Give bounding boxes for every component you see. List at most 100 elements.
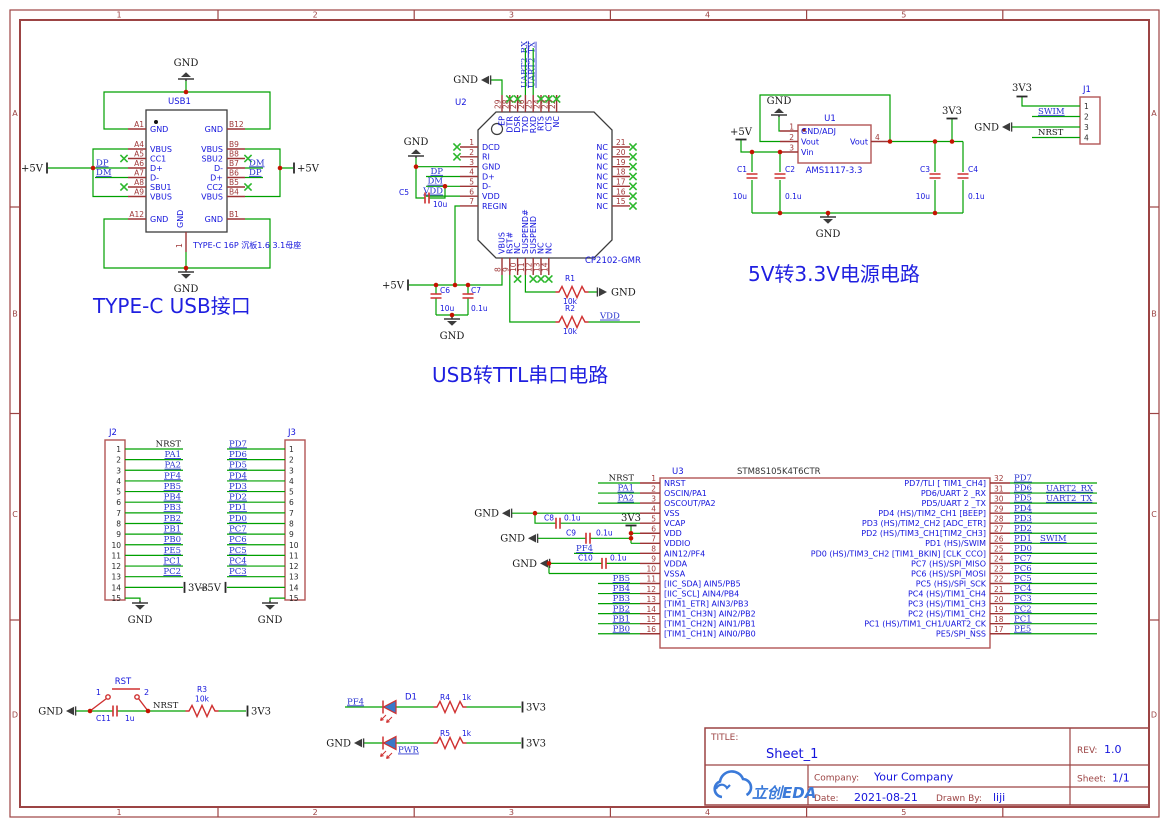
pin-number: 4 [875, 133, 880, 142]
net-label: NRST [609, 474, 635, 484]
pin-number: 2 [789, 133, 794, 142]
frame-col-ticks-bottom [217, 807, 1004, 817]
pin-name: NC [596, 153, 608, 162]
pin-name: NRST [664, 479, 686, 488]
c10-value: 0.1u [610, 554, 627, 563]
c8-value: 0.1u [564, 514, 581, 523]
pin-number: 19 [994, 605, 1004, 614]
company-value: Your Company [873, 771, 954, 784]
net-label: PD5 [1014, 494, 1032, 504]
net-label: VDD [422, 187, 443, 197]
pin-name: REGIN [482, 202, 507, 211]
pin-name: SBU2 [201, 154, 223, 163]
pin-name: [IIC_SCL] AIN4/PB4 [664, 589, 739, 598]
pin-name: NC [596, 202, 608, 211]
pin-number: 13 [111, 573, 121, 582]
pin-number: 25 [525, 99, 534, 109]
d1-ref: D1 [405, 693, 417, 703]
pin-number: 4 [469, 168, 474, 177]
net-label: PB0 [164, 535, 181, 545]
net-label: NRST [156, 439, 182, 449]
net-label: PD5 [229, 461, 247, 471]
net-label-vdd: VDD [599, 312, 620, 322]
date-value: 2021-08-21 [854, 791, 918, 804]
c7-ref: C7 [471, 286, 481, 295]
pin-number: A9 [134, 188, 144, 197]
5v-label: +5V [297, 163, 320, 174]
net-label-pf4: PF4 [347, 697, 364, 707]
u2-top-pins: 29 EP 28 DTR 27 DSR 26 TXD [494, 48, 561, 134]
j1-pins: 1 2 SWIM 3 4 NRST [1032, 102, 1089, 143]
pin-number: 4 [651, 504, 656, 513]
u3-ref: U3 [672, 467, 684, 477]
pin-name: SBU1 [150, 183, 172, 192]
net-label: PB5 [164, 482, 181, 492]
gnd-label: GND [174, 284, 199, 295]
pin-number: 20 [994, 595, 1004, 604]
c11-ref: C11 [96, 714, 111, 723]
c6-value: 10u [440, 304, 455, 313]
pin-name: DTR [505, 116, 514, 133]
pin-number: 11 [111, 551, 121, 560]
pin-number: 3 [1084, 123, 1089, 132]
c3-value: 10u [916, 192, 931, 201]
pin-name: GND [150, 125, 168, 134]
net-label: PD0 [1014, 544, 1032, 554]
pin-number: 7 [116, 509, 121, 518]
r2-ref: R2 [565, 304, 575, 313]
pin-name: VBUS [150, 192, 172, 201]
net-label: PC1 [163, 556, 181, 566]
net-label: PC7 [1014, 554, 1032, 564]
pin-name: VBUS [150, 145, 172, 154]
net-label: PF4 [164, 471, 181, 481]
3v3-label: 3V3 [621, 513, 641, 524]
c4-ref: C4 [968, 165, 978, 174]
pin-name: PC4 (HS)/TIM1_CH4 [908, 589, 986, 598]
pin-name: VDD [482, 192, 500, 201]
rst-ref: RST [115, 677, 132, 687]
net-label-uart2-rx: UART2_RX [1046, 484, 1094, 494]
pin-name: PD7/TLI [ TIM1_CH4] [904, 479, 986, 488]
pin-number: 1 [175, 243, 184, 248]
frame-col-label: 2 [313, 11, 318, 20]
r1-value: 10k [563, 297, 578, 306]
pin-name: D+ [150, 164, 163, 173]
pin-number: 1 [116, 445, 121, 454]
net-label: PB2 [613, 604, 630, 614]
usb1-pin-b1: B1 GND [205, 210, 245, 224]
pin-name: NC [552, 116, 561, 128]
u2-right-pins: 21 NC 20 NC 19 NC 18 NC 17 N [596, 138, 638, 211]
pin-name: AIN12/PF4 [664, 549, 705, 558]
c10-ref: C10 [578, 554, 593, 563]
frame-row-label: D [12, 711, 18, 720]
pin-name: PC7 (HS)/SPI_MISO [911, 559, 986, 568]
pin-name: GND/ADJ [801, 127, 836, 136]
pin-number: 1 [789, 123, 794, 132]
pin-number: 16 [616, 187, 626, 196]
u1-ams1117: U1 AMS1117-3.3 1 2 3 4 GND/ADJ Vout Vin … [730, 94, 985, 286]
net-label: PE5 [1014, 624, 1031, 634]
j1-body [1079, 96, 1101, 145]
pin-name: NC [596, 192, 608, 201]
pin-number: 11 [517, 262, 526, 272]
3v3-label: 3V3 [526, 702, 546, 713]
gnd-label: GND [258, 615, 283, 626]
pin-name: CTS [544, 116, 553, 132]
pin-number: A6 [134, 159, 144, 168]
pin-number: 8 [494, 267, 503, 272]
net-label: PB0 [613, 624, 630, 634]
net-label: PA1 [618, 484, 635, 494]
net-label: PC3 [229, 567, 247, 577]
pin-number: 22 [548, 99, 557, 109]
pin-name: Vout [801, 138, 819, 147]
r4-ref: R4 [440, 693, 450, 702]
pin-number: 28 [501, 99, 510, 109]
pin-number: A5 [134, 150, 144, 159]
pin-number: 14 [289, 583, 299, 592]
net-label: PE5 [164, 546, 181, 556]
pin-number: 5 [651, 514, 656, 523]
pin-name: PD3 (HS)/TIM2_CH2 [ADC_ETR] [862, 519, 986, 528]
pin-number: B1 [229, 210, 239, 219]
